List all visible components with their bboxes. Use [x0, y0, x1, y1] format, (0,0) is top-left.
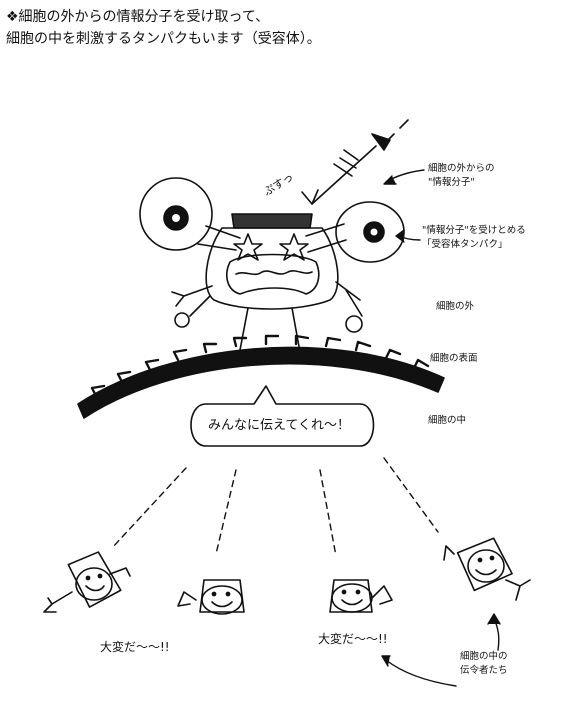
- label-inside-cell: 細胞の中: [428, 415, 467, 426]
- intro-line-1: ❖細胞の外からの情報分子を受け取って、: [6, 9, 270, 25]
- cell-membrane: [77, 334, 445, 419]
- messenger-3: [329, 579, 393, 613]
- label-arrows: [381, 169, 501, 687]
- label-receptor-line-1: "情報分子"を受けとめる: [422, 225, 526, 236]
- messenger-2: [177, 579, 245, 615]
- messenger-4: [443, 537, 531, 601]
- label-signal-line-2: "情報分子": [428, 177, 475, 188]
- signal-paths: [111, 457, 439, 557]
- label-messengers-line-1: 細胞の中の: [460, 651, 508, 662]
- intro-text: ❖細胞の外からの情報分子を受け取って、 細胞の中を刺激するタンパクもいます（受容…: [6, 6, 321, 50]
- shout-right: 大変だ〜〜!!: [318, 632, 388, 646]
- messenger-1: [43, 551, 131, 613]
- signal-arrow: [301, 119, 409, 205]
- label-cell-surface: 細胞の表面: [430, 353, 478, 364]
- shout-left: 大変だ〜〜!!: [100, 640, 170, 654]
- label-receptor: "情報分子"を受けとめる 「受容体タンパク」: [422, 224, 526, 252]
- label-signal-line-1: 細胞の外からの: [428, 163, 495, 174]
- speech-bubble: [190, 385, 375, 447]
- receptor-creature: [139, 177, 405, 353]
- intro-line-2: 細胞の中を刺激するタンパクもいます（受容体）。: [6, 31, 321, 47]
- label-receptor-line-2: 「受容体タンパク」: [422, 239, 508, 250]
- label-signal-molecule: 細胞の外からの "情報分子": [428, 162, 495, 190]
- label-messengers-line-2: 伝令者たち: [460, 665, 508, 676]
- label-outside-cell: 細胞の外: [436, 301, 475, 312]
- speech-text: みんなに伝えてくれ〜！: [208, 418, 350, 433]
- label-messengers: 細胞の中の 伝令者たち: [460, 650, 508, 678]
